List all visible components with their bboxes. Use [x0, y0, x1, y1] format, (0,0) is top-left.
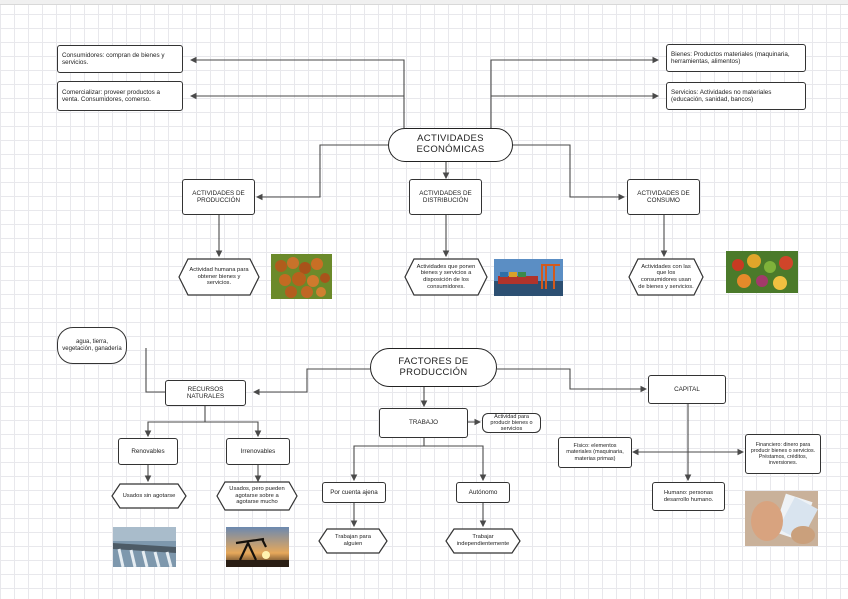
consumo-desc-hex: Actividades con las que los consumidores…	[628, 258, 704, 296]
edge-to-consumo	[513, 144, 626, 201]
renovables-box: Renovables	[118, 438, 178, 465]
edge-to-consumidores	[189, 56, 405, 128]
actividades-produccion-box: ACTIVIDADES DE PRODUCCIÓN	[182, 179, 255, 215]
consumidores-box: Consumidores: compran de bienes y servic…	[57, 45, 183, 73]
edge-to-recursos	[252, 368, 370, 396]
photo-oil-pump	[226, 527, 289, 567]
capital-fisico-box: Físico: elementos materiales (maquinaria…	[558, 437, 632, 468]
trabajo-box: TRABAJO	[379, 408, 468, 438]
edge-to-capital	[497, 368, 648, 393]
irrenovables-box: Irrenovables	[226, 438, 290, 465]
edge-recursos-examples	[145, 348, 165, 393]
autonomo-box: Autónomo	[456, 482, 510, 503]
autonomo-desc-hex: Trabajar independientemente	[445, 528, 521, 554]
capital-financiero-box: Financiero: dinero para producir bienes …	[745, 434, 821, 474]
factores-produccion-node: FACTORES DE PRODUCCIÓN	[370, 348, 497, 387]
recursos-naturales-box: RECURSOS NATURALES	[165, 380, 246, 406]
cuenta-ajena-desc-hex: Trabajan para alguien	[318, 528, 388, 554]
renovables-desc-hex: Usados sin agotarse	[111, 483, 187, 509]
comercializar-box: Comercializar: proveer productos a venta…	[57, 81, 183, 111]
actividades-distribucion-box: ACTIVIDADES DE DISTRIBUCIÓN	[409, 179, 482, 215]
natural-examples-pill: agua, tierra, vegetación, ganadería	[57, 327, 127, 364]
edge-to-cuenta-ajena	[350, 438, 425, 482]
actividades-consumo-box: ACTIVIDADES DE CONSUMO	[627, 179, 700, 215]
distribucion-desc-hex: Actividades que ponen bienes y servicios…	[404, 258, 488, 296]
trabajo-desc-box: Actividad para producir bienes o servici…	[482, 413, 541, 433]
edge-to-irrenovables	[205, 421, 262, 438]
servicios-box: Servicios: Actividades no materiales (ed…	[666, 82, 806, 110]
edge-to-renovables	[144, 406, 206, 438]
photo-money-hands	[745, 491, 818, 546]
produccion-desc-hex: Actividad humana para obtener bienes y s…	[178, 258, 260, 296]
photo-dam-water	[113, 527, 176, 567]
edge-to-bienes	[490, 56, 660, 128]
capital-humano-box: Humano: personas desarrollo humano.	[652, 482, 725, 511]
window-top-bar	[0, 0, 848, 5]
bienes-box: Bienes: Productos materiales (maquinaria…	[666, 44, 806, 72]
edge-to-produccion	[255, 144, 388, 201]
photo-hazelnuts	[271, 254, 332, 299]
photo-vegetables	[726, 251, 798, 293]
edge-to-autonomo	[424, 445, 487, 482]
irrenovables-desc-hex: Usados, pero pueden agotarse sobre a ago…	[216, 481, 298, 511]
capital-box: CAPITAL	[648, 375, 726, 404]
cuenta-ajena-box: Por cuenta ajena	[322, 482, 386, 503]
photo-port-cranes	[494, 259, 563, 296]
actividades-economicas-node: ACTIVIDADES ECONÓMICAS	[388, 128, 513, 162]
